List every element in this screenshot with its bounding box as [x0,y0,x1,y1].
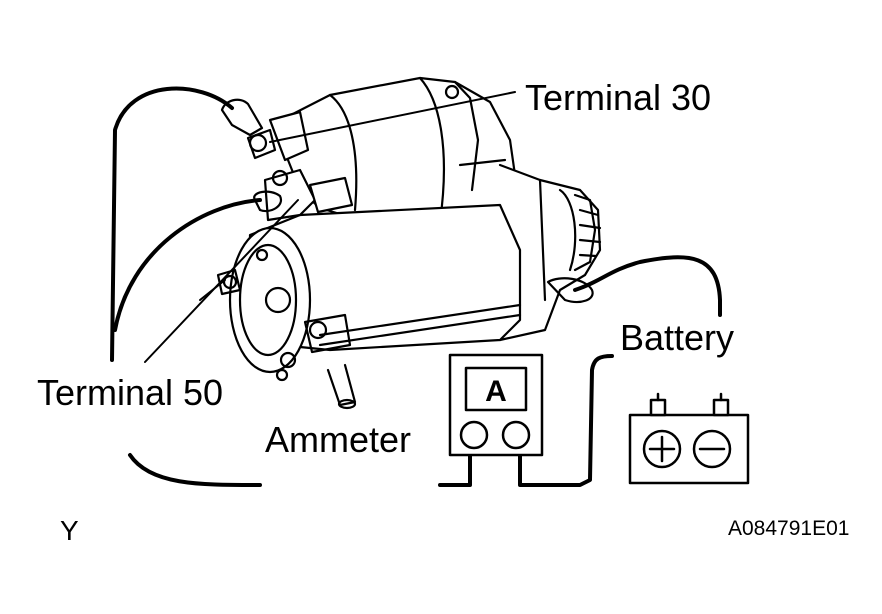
wiring [110,86,722,487]
terminal-50-label: Terminal 50 [37,372,223,413]
battery-icon [628,392,750,485]
ammeter-label: Ammeter [265,419,411,460]
ammeter-icon [448,353,544,457]
ammeter-letter: A [485,375,507,408]
plus-icon [642,429,682,469]
corner-mark: Y [60,515,79,546]
battery-label: Battery [620,317,734,358]
terminal-30-label: Terminal 30 [525,77,711,118]
figure-code: A084791E01 [728,517,849,540]
minus-icon [692,429,732,469]
starter-motor-icon [216,76,602,410]
leader-lines [144,91,516,363]
